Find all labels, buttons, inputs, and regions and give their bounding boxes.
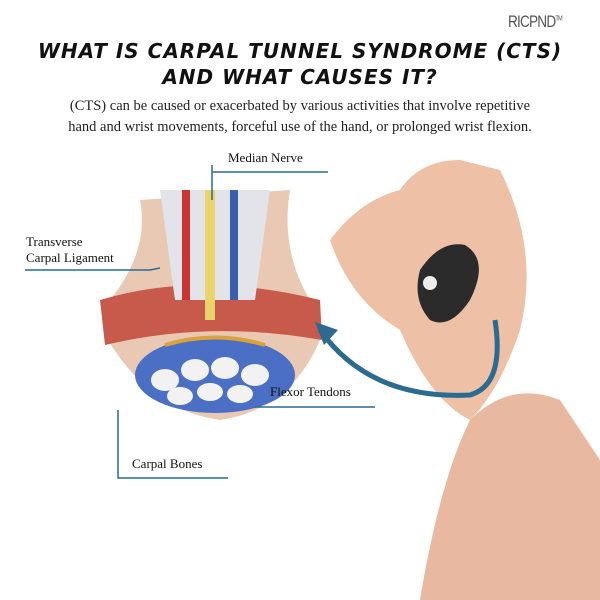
brand-name: RICPND: [508, 12, 556, 31]
rotation-arrow: [317, 319, 500, 398]
arrow-head: [315, 322, 338, 345]
brand-logo: RICPNDTM: [508, 12, 563, 32]
wrist-anatomy-illustration: [100, 190, 322, 420]
description-line-1: (CTS) can be caused or exacerbated by va…: [69, 98, 531, 114]
title-line-1: WHAT IS CARPAL TUNNEL SYNDROME (CTS): [37, 39, 563, 63]
hand-photo-illustration: [330, 160, 600, 600]
leader-lines: [25, 165, 375, 479]
label-transverse-line-2: Carpal Ligament: [26, 250, 114, 265]
label-median-nerve: Median Nerve: [228, 150, 303, 165]
description: (CTS) can be caused or exacerbated by va…: [0, 96, 600, 138]
brand-tm: TM: [555, 15, 562, 23]
label-transverse-line-1: Transverse: [26, 234, 83, 249]
page-title: WHAT IS CARPAL TUNNEL SYNDROME (CTS)AND …: [0, 38, 600, 90]
label-flexor-tendons: Flexor Tendons: [270, 384, 351, 399]
title-line-2: AND WHAT CAUSES IT?: [162, 65, 438, 89]
label-carpal-bones: Carpal Bones: [132, 456, 203, 471]
description-line-2: hand and wrist movements, forceful use o…: [68, 119, 532, 135]
